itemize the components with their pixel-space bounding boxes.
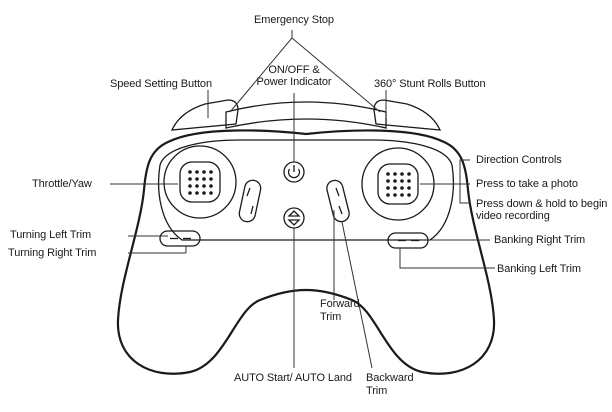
label-backward-line2: Trim xyxy=(366,385,388,397)
forward-backward-trim-mark-2 xyxy=(338,205,343,215)
left-stick-grip-dots xyxy=(188,170,213,195)
label-press-hold-line1: Press down & hold to begin xyxy=(476,198,608,210)
left-stick-ring xyxy=(163,145,237,219)
power-icon xyxy=(287,165,301,179)
label-forward-line2: Trim xyxy=(320,311,342,323)
up-down-arrows-icon xyxy=(287,210,301,226)
label-backward-line1: Backward xyxy=(366,372,414,384)
label-banking-left-trim: Banking Left Trim xyxy=(497,263,581,275)
forward-backward-trim-mark-1 xyxy=(335,187,340,197)
left-shoulder-button xyxy=(170,99,239,131)
leader-emergency-right xyxy=(291,37,381,113)
right-stick-cap xyxy=(377,163,419,205)
left-vertical-trim xyxy=(238,179,262,223)
label-power-indicator: Power Indicator xyxy=(256,76,332,88)
label-forward-line1: Forward xyxy=(320,298,360,310)
inner-panel xyxy=(157,139,455,241)
leader-banking-left xyxy=(399,248,495,269)
label-stunt-rolls: 360° Stunt Rolls Button xyxy=(374,78,486,90)
turning-trim xyxy=(159,230,201,247)
left-vertical-trim-mark-1 xyxy=(246,187,251,197)
label-banking-right-trim: Banking Right Trim xyxy=(494,234,586,246)
left-vertical-trim-mark-2 xyxy=(250,205,254,215)
label-auto-start-land: AUTO Start/ AUTO Land xyxy=(234,372,352,384)
label-emergency-stop: Emergency Stop xyxy=(254,14,334,26)
label-direction-controls: Direction Controls xyxy=(476,154,562,166)
label-press-hold-line2: video recording xyxy=(476,210,550,222)
leader-lines xyxy=(110,30,495,369)
left-stick-cap xyxy=(179,161,221,203)
top-bumper xyxy=(225,101,387,129)
label-speed-setting: Speed Setting Button xyxy=(110,78,212,90)
right-shoulder-button xyxy=(373,99,442,131)
forward-backward-trim xyxy=(326,179,350,223)
leader-direction-bracket xyxy=(459,159,470,204)
label-on-off: ON/OFF & xyxy=(268,64,320,76)
label-turning-left-trim: Turning Left Trim xyxy=(10,229,92,241)
leader-backward xyxy=(341,221,373,369)
label-turning-right-trim: Turning Right Trim xyxy=(8,247,97,259)
controller-body xyxy=(116,129,496,375)
right-stick-grip-dots xyxy=(386,172,411,197)
label-throttle-yaw: Throttle/Yaw xyxy=(32,178,92,190)
label-press-photo: Press to take a photo xyxy=(476,178,578,190)
